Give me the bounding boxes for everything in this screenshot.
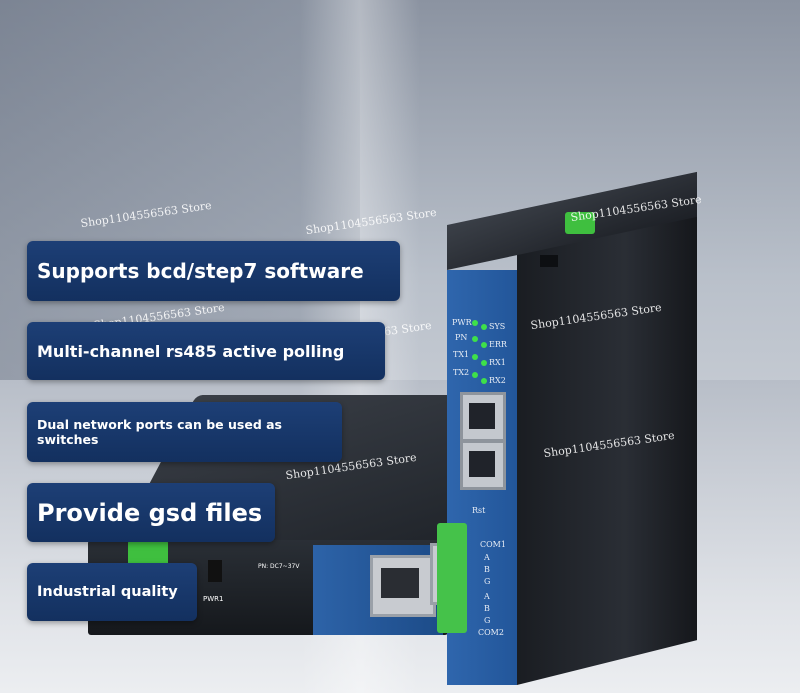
- pin-label: A: [484, 553, 490, 562]
- terminal-block-icon: [128, 540, 168, 566]
- rst-label: Rst: [472, 506, 486, 515]
- pwr1-label: PWR1: [203, 595, 224, 603]
- led-indicator: [472, 336, 478, 342]
- led-indicator: [481, 324, 487, 330]
- led-indicator: [481, 360, 487, 366]
- power-jack-icon: [540, 255, 558, 267]
- feature-banner-rs485: Multi-channel rs485 active polling: [27, 322, 385, 380]
- banner-text: Industrial quality: [37, 584, 178, 600]
- led-label-pwr: PWR: [452, 318, 472, 327]
- feature-banner-quality: Industrial quality: [27, 563, 197, 621]
- com1-label: COM1: [480, 540, 506, 549]
- led-label-sys: SYS: [489, 322, 506, 331]
- com2-label: COM2: [478, 628, 504, 637]
- led-indicator: [481, 342, 487, 348]
- led-label-pn: PN: [455, 333, 468, 342]
- banner-text: Multi-channel rs485 active polling: [37, 341, 345, 361]
- banner-text: Dual network ports can be used as switch…: [37, 417, 282, 447]
- ethernet-port-1-icon: [460, 392, 506, 442]
- feature-banner-software: Supports bcd/step7 software: [27, 241, 400, 301]
- ethernet-port-2-icon: [460, 440, 506, 490]
- banner-text: Provide gsd files: [37, 498, 263, 527]
- rs485-terminal-block-icon: [437, 523, 467, 633]
- pin-label: B: [484, 565, 490, 574]
- led-label-rx1: RX1: [489, 358, 506, 367]
- pin-label: B: [484, 604, 490, 613]
- led-indicator: [481, 378, 487, 384]
- top-terminal-block-icon: [565, 212, 595, 234]
- led-label-tx2: TX2: [453, 368, 470, 377]
- led-indicator: [472, 354, 478, 360]
- feature-banner-gsd: Provide gsd files: [27, 483, 275, 542]
- led-label-err: ERR: [489, 340, 507, 349]
- led-label-rx2: RX2: [489, 376, 506, 385]
- banner-text: Supports bcd/step7 software: [37, 259, 364, 283]
- feature-banner-network: Dual network ports can be used as switch…: [27, 402, 342, 462]
- pin-label: A: [484, 592, 490, 601]
- led-label-tx1: TX1: [453, 350, 470, 359]
- power-jack-icon: [208, 560, 222, 582]
- led-indicator: [472, 320, 478, 326]
- pin-label: G: [484, 577, 491, 586]
- power-spec-label: PN: DC7~37V: [258, 563, 300, 570]
- pin-label: G: [484, 616, 491, 625]
- ethernet-port-icon: [370, 555, 436, 617]
- led-indicator: [472, 372, 478, 378]
